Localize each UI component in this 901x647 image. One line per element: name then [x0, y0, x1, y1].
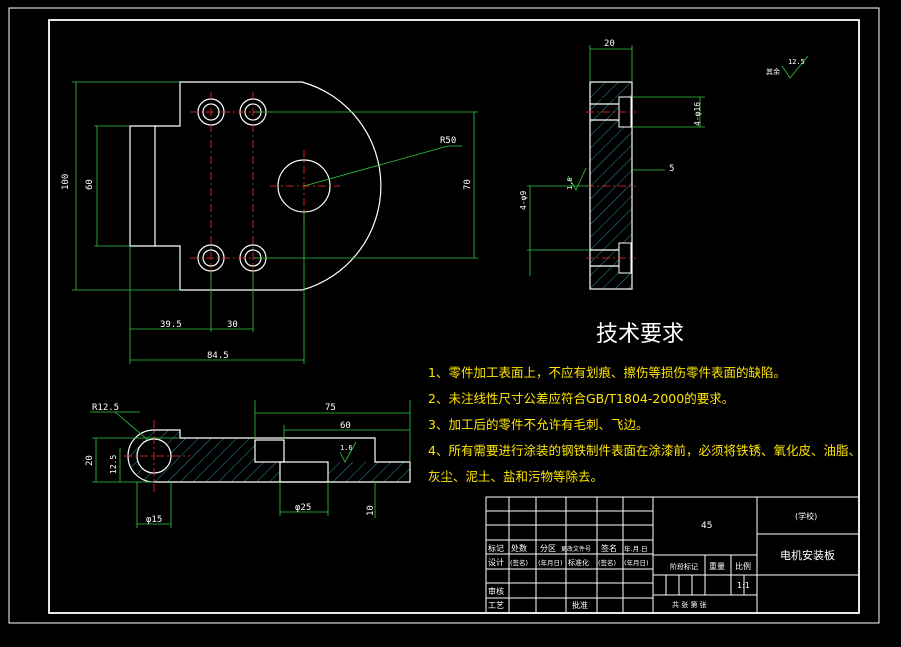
tb-weight: 重量: [709, 561, 725, 571]
tb-material: 45: [701, 521, 712, 531]
tb-school: (学校): [795, 511, 817, 521]
requirement-2: 2、未注线性尺寸公差应符合GB/T1804-2000的要求。: [428, 391, 734, 406]
tb-signed: (签名): [510, 558, 528, 567]
front-dimensions: 100 60 70 R50 39.5 30 84.5: [61, 81, 478, 364]
tb-signed-2: (签名): [598, 558, 616, 567]
dim-10: 10: [366, 505, 376, 516]
rough-1-6-bottom: 1.6: [340, 444, 353, 452]
tb-drawing-name: 电机安装板: [780, 548, 835, 562]
tb-count: 处数: [511, 543, 527, 553]
dim-12-5: 12.5: [109, 455, 118, 474]
rough-1-6-side: 1.6: [566, 177, 574, 190]
tb-mark: 标记: [488, 543, 504, 553]
dim-84-5: 84.5: [207, 351, 229, 361]
dim-4-phi9: 4-φ9: [519, 191, 528, 210]
dim-70: 70: [463, 179, 473, 190]
tb-ymd: (年月日): [538, 558, 563, 567]
dim-r12-5: R12.5: [92, 403, 119, 413]
tb-zone: 分区: [540, 544, 556, 553]
dim-side-20: 20: [604, 39, 615, 49]
dim-bottom-60: 60: [340, 421, 351, 431]
tb-design: 设计: [488, 557, 504, 567]
outer-frame: [8, 7, 880, 624]
tb-ratio: 比例: [735, 561, 751, 571]
dim-4-phi16: 4-φ16: [693, 102, 702, 126]
tb-sign: 签名: [601, 543, 617, 553]
corner-roughness: 其余 12.5: [766, 55, 809, 79]
dim-5: 5: [669, 164, 674, 174]
inner-frame: [48, 19, 860, 614]
tb-scale: 1:1: [737, 581, 750, 590]
tb-review: 审核: [488, 586, 504, 596]
tb-change-doc: 更改文件号: [561, 545, 591, 553]
tb-date: 年.月.日: [624, 544, 648, 553]
dim-phi25: φ25: [295, 503, 311, 513]
tb-stage-mark: 阶段标记: [670, 562, 698, 571]
dim-bottom-20: 20: [85, 455, 95, 466]
title-block: 标记 处数 分区 更改文件号 签名 年.月.日 设计 (签名) (年月日) 标准…: [485, 496, 860, 614]
rough-value: 12.5: [788, 58, 805, 66]
tb-ymd-2: (年月日): [624, 558, 649, 567]
dim-phi15: φ15: [146, 515, 162, 525]
dim-30: 30: [227, 320, 238, 330]
requirement-4: 4、所有需要进行涂装的钢铁制件表面在涂漆前，必须将铁锈、氧化皮、油脂、: [428, 443, 861, 458]
front-view: [129, 81, 382, 291]
dim-60: 60: [85, 179, 95, 190]
dim-75: 75: [325, 403, 336, 413]
tb-standard: 标准化: [568, 558, 589, 567]
requirements-title: 技术要求: [596, 322, 684, 347]
dim-39-5: 39.5: [160, 320, 182, 330]
dim-r50: R50: [440, 136, 456, 146]
technical-requirements: 技术要求 1、零件加工表面上，不应有划痕、擦伤等损伤零件表面的缺陷。 2、未注线…: [428, 322, 861, 484]
tb-sheets: 共 张 第 张: [672, 600, 707, 609]
rough-label: 其余: [766, 67, 780, 76]
tb-approve: 批准: [572, 600, 588, 610]
requirement-4-cont: 灰尘、泥土、盐和污物等除去。: [428, 469, 603, 484]
requirement-3: 3、加工后的零件不允许有毛刺、飞边。: [428, 417, 648, 432]
section-view: 75 60 1.6 R12.5 20 12.5 φ15 φ25 10: [85, 400, 411, 528]
requirement-1: 1、零件加工表面上，不应有划痕、擦伤等损伤零件表面的缺陷。: [428, 365, 786, 380]
dim-100: 100: [61, 174, 71, 190]
side-view: 20 4-φ16 5 4-φ9 1.6: [519, 39, 705, 290]
tb-process: 工艺: [488, 601, 504, 610]
